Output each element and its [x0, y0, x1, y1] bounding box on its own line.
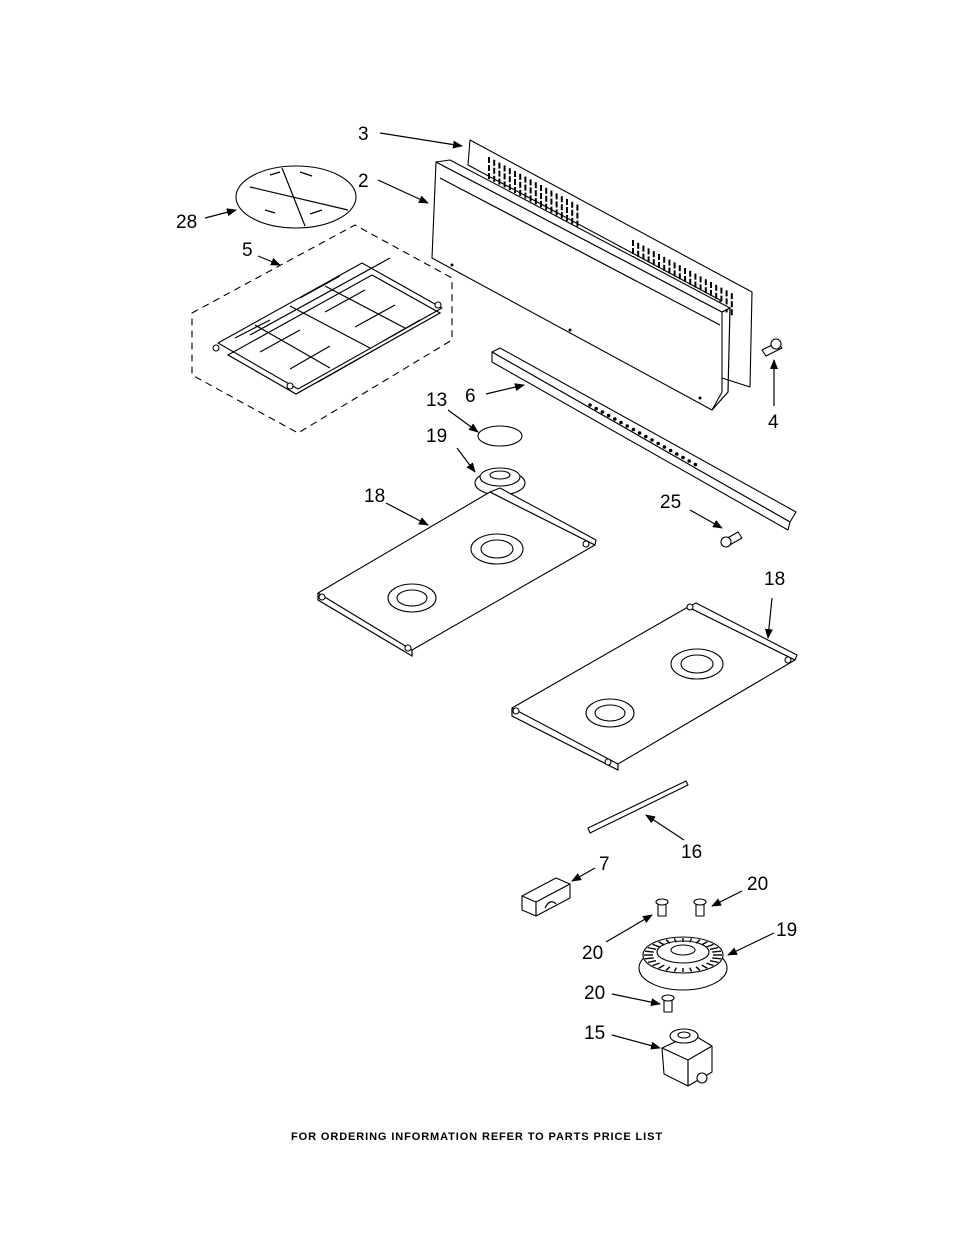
part-28-burner-mat [235, 165, 357, 229]
callout-7: 7 [599, 854, 610, 875]
callout-2: 2 [358, 171, 369, 192]
callout-5: 5 [242, 240, 253, 261]
leader-lines [204, 132, 778, 1050]
part-3-vent-panel [467, 139, 753, 388]
part-18-burner-box-right [511, 602, 798, 771]
part-19-burner-lower [638, 936, 728, 991]
part-25-screw [720, 531, 743, 548]
callout-20-b: 20 [582, 943, 603, 964]
part-5-grates [191, 224, 453, 434]
callout-15: 15 [584, 1023, 605, 1044]
part-13-burner-cap [477, 425, 523, 447]
callout-4: 4 [768, 412, 779, 433]
part-16-strip [587, 780, 689, 834]
part-20-screw-c [661, 994, 675, 1013]
callout-20-a: 20 [747, 874, 768, 895]
part-6-manifold [491, 347, 797, 531]
callout-20-c: 20 [584, 983, 605, 1004]
part-7-clip [521, 877, 571, 917]
part-19-burner-upper [474, 467, 526, 496]
part-15-valve [661, 1028, 713, 1087]
part-20-screw-b [693, 898, 707, 917]
footer-note: FOR ORDERING INFORMATION REFER TO PARTS … [291, 1131, 663, 1143]
part-4-screw [761, 338, 783, 357]
part-18-burner-box-left [317, 487, 597, 658]
callout-3: 3 [358, 124, 369, 145]
callout-18-right: 18 [764, 569, 785, 590]
callout-16: 16 [681, 842, 702, 863]
callout-25: 25 [660, 492, 681, 513]
part-20-screw-a [655, 898, 669, 917]
part-2-backguard [431, 159, 731, 411]
callout-13: 13 [426, 390, 447, 411]
callout-28: 28 [176, 212, 197, 233]
callout-19-upper: 19 [426, 426, 447, 447]
callout-19-lower: 19 [776, 920, 797, 941]
callout-6: 6 [465, 386, 476, 407]
callout-18-left: 18 [364, 486, 385, 507]
